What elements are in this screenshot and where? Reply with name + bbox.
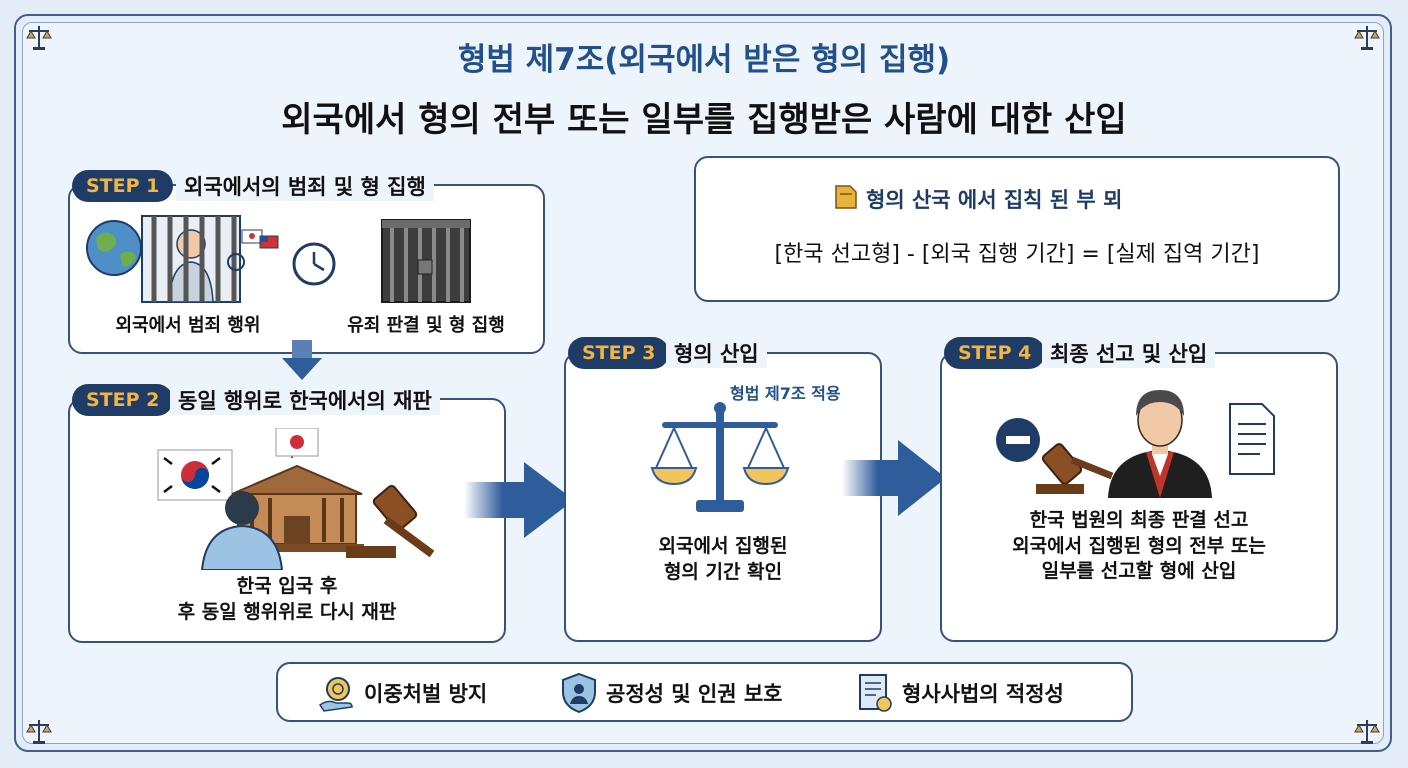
step4-caption: 한국 법원의 최종 판결 선고 외국에서 집행된 형의 전부 또는 일부를 선고… [1012,509,1266,583]
gavel-icon [346,484,435,558]
step4-illustration [996,390,1275,498]
shield-person-icon [562,672,596,714]
step4-title: 최종 선고 및 산입 [1042,338,1216,368]
korean-flag-icon [157,449,233,501]
globe-icon [86,220,142,276]
scale-corner-icon [26,720,52,744]
scale-corner-icon [1354,26,1380,50]
principle-label: 형사사법의 적정성 [902,682,1064,706]
formula-heading: 형의 산국 에서 집칙 된 부 뫼 [866,188,1123,212]
step1-caption-crime: 외국에서 범죄 행위 [115,315,261,336]
minus-circle-icon [996,418,1040,462]
certificate-icon [859,674,892,712]
document-icon [1229,403,1275,475]
prisoner-icon [141,215,241,303]
title-line-1: 형법 제7조(외국에서 받은 형의 집행) [457,42,951,78]
step1-title: 외국에서의 범죄 및 형 집행 [176,171,434,201]
principle-label: 공정성 및 인권 보호 [606,682,783,706]
prison-cell-icon [381,219,471,303]
outer-frame [14,14,1392,752]
clock-icon [292,242,336,286]
judge-icon [1108,390,1212,498]
hand-coin-icon [318,677,353,712]
step3-note: 형법 제7조 적용 [730,384,841,403]
gavel-icon [1036,443,1114,494]
right-arrow-icon [842,440,946,516]
defendant-icon [200,491,284,570]
principle-label: 이중처벌 방지 [364,682,488,706]
down-arrow-icon [282,340,322,380]
scale-of-justice-icon [650,402,790,512]
step4-badge: STEP 4 [944,337,1046,369]
scale-corner-icon [26,26,52,50]
scale-corner-icon [1354,720,1380,744]
step1-badge: STEP 1 [72,170,174,202]
right-arrow-icon [464,462,574,538]
courthouse-icon [230,428,364,552]
foreign-flags-icon [227,229,279,271]
step3-badge: STEP 3 [568,337,670,369]
formula-box [694,156,1340,302]
step2-title: 동일 행위로 한국에서의 재판 [170,385,440,415]
step1-illustration [86,215,471,303]
step3-title: 형의 산입 [666,338,767,368]
step3-caption: 외국에서 집행된 형의 기간 확인 [658,535,788,583]
step2-illustration [157,428,435,570]
step2-caption: 한국 입국 후 후 동일 행위위로 다시 재판 [177,575,397,623]
step2-badge: STEP 2 [72,384,174,416]
step1-caption-sentence: 유죄 판결 및 형 집행 [347,315,505,336]
bookmark-tag-icon [835,185,857,209]
principles-bar [276,662,1133,722]
formula-text: [한국 선고형] - [외국 집행 기간] = [실제 집역 기간] [774,242,1260,267]
title-line-2: 외국에서 형의 전부 또는 일부를 집행받은 사람에 대한 산입 [281,100,1127,140]
